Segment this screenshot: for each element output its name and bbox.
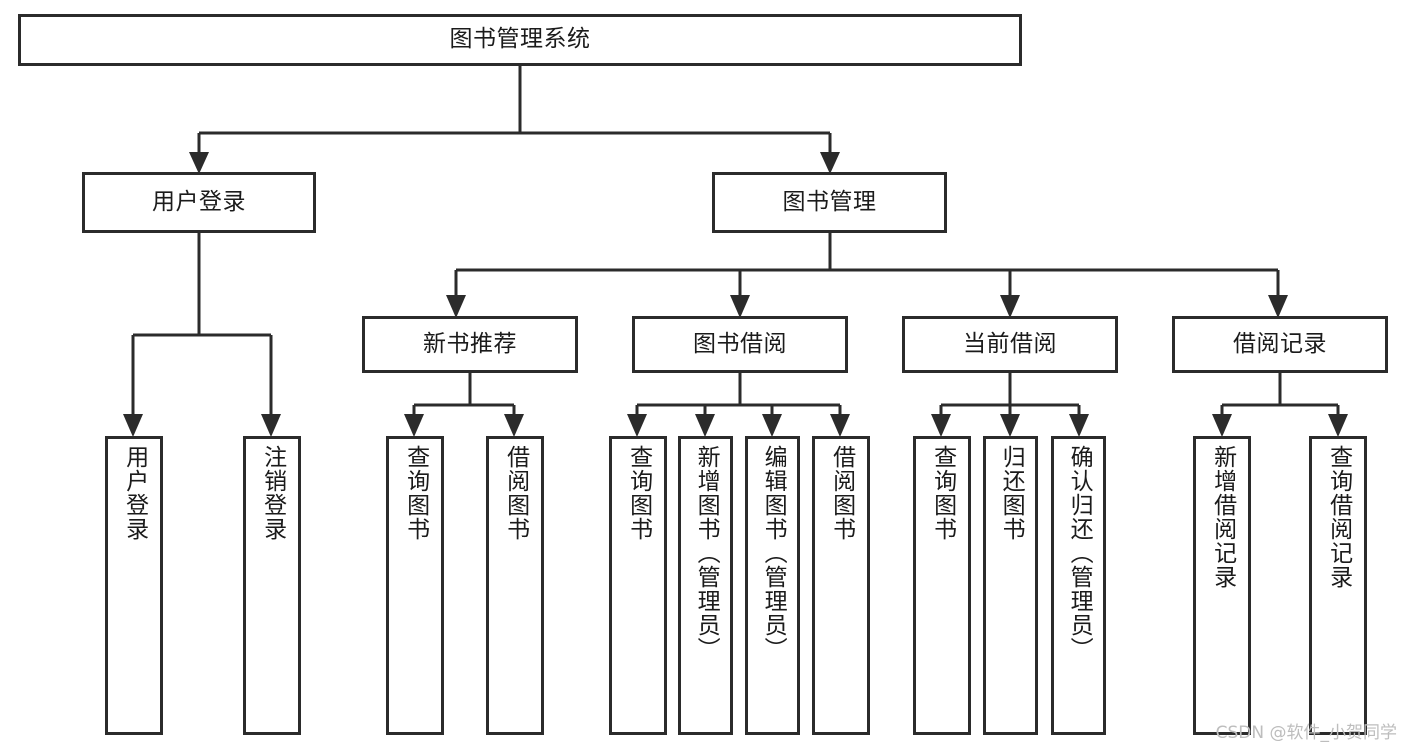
leaf-confirm-return-admin[interactable]: 确认归还（管理员） [1051, 436, 1106, 735]
node-label: 查询图书 [625, 445, 652, 541]
leaf-logout-login[interactable]: 注销登录 [243, 436, 301, 735]
node-label: 新书推荐 [423, 330, 517, 357]
leaf-query-book-borrow[interactable]: 查询图书 [609, 436, 667, 735]
leaf-borrow-book[interactable]: 借阅图书 [812, 436, 870, 735]
node-label: 借阅图书 [828, 445, 855, 541]
node-new-book-recommendation[interactable]: 新书推荐 [362, 316, 578, 373]
node-label: 借阅记录 [1233, 330, 1327, 357]
leaf-add-book-admin[interactable]: 新增图书（管理员） [678, 436, 733, 735]
leaf-query-book-current[interactable]: 查询图书 [913, 436, 971, 735]
node-label: 编辑图书（管理员） [760, 445, 787, 661]
leaf-edit-book-admin[interactable]: 编辑图书（管理员） [745, 436, 800, 735]
node-label: 确认归还（管理员） [1066, 445, 1093, 661]
node-label: 新增图书（管理员） [693, 445, 720, 661]
node-user-login[interactable]: 用户登录 [82, 172, 316, 233]
leaf-return-book[interactable]: 归还图书 [983, 436, 1038, 735]
node-current-borrowing[interactable]: 当前借阅 [902, 316, 1118, 373]
node-label: 新增借阅记录 [1209, 445, 1236, 589]
node-label: 当前借阅 [963, 330, 1057, 357]
node-label: 注销登录 [259, 445, 286, 541]
leaf-query-book-new[interactable]: 查询图书 [386, 436, 444, 735]
node-label: 借阅图书 [502, 445, 529, 541]
node-label: 图书管理 [782, 188, 877, 215]
node-borrowing-records[interactable]: 借阅记录 [1172, 316, 1388, 373]
leaf-borrow-book-new[interactable]: 借阅图书 [486, 436, 544, 735]
node-label: 用户登录 [152, 188, 246, 215]
leaf-query-borrow-record[interactable]: 查询借阅记录 [1309, 436, 1367, 735]
node-book-management[interactable]: 图书管理 [712, 172, 947, 233]
node-book-borrowing[interactable]: 图书借阅 [632, 316, 848, 373]
watermark-text: CSDN @软件_小贺同学 [1215, 723, 1397, 743]
node-label: 查询图书 [929, 445, 956, 541]
leaf-add-borrow-record[interactable]: 新增借阅记录 [1193, 436, 1251, 735]
node-label: 查询图书 [402, 445, 429, 541]
node-label: 用户登录 [121, 445, 148, 541]
leaf-user-login[interactable]: 用户登录 [105, 436, 163, 735]
node-root-system[interactable]: 图书管理系统 [18, 14, 1022, 66]
node-label: 归还图书 [998, 445, 1025, 541]
node-label: 图书管理系统 [449, 26, 591, 53]
node-label: 图书借阅 [693, 330, 787, 357]
node-label: 查询借阅记录 [1325, 445, 1352, 589]
